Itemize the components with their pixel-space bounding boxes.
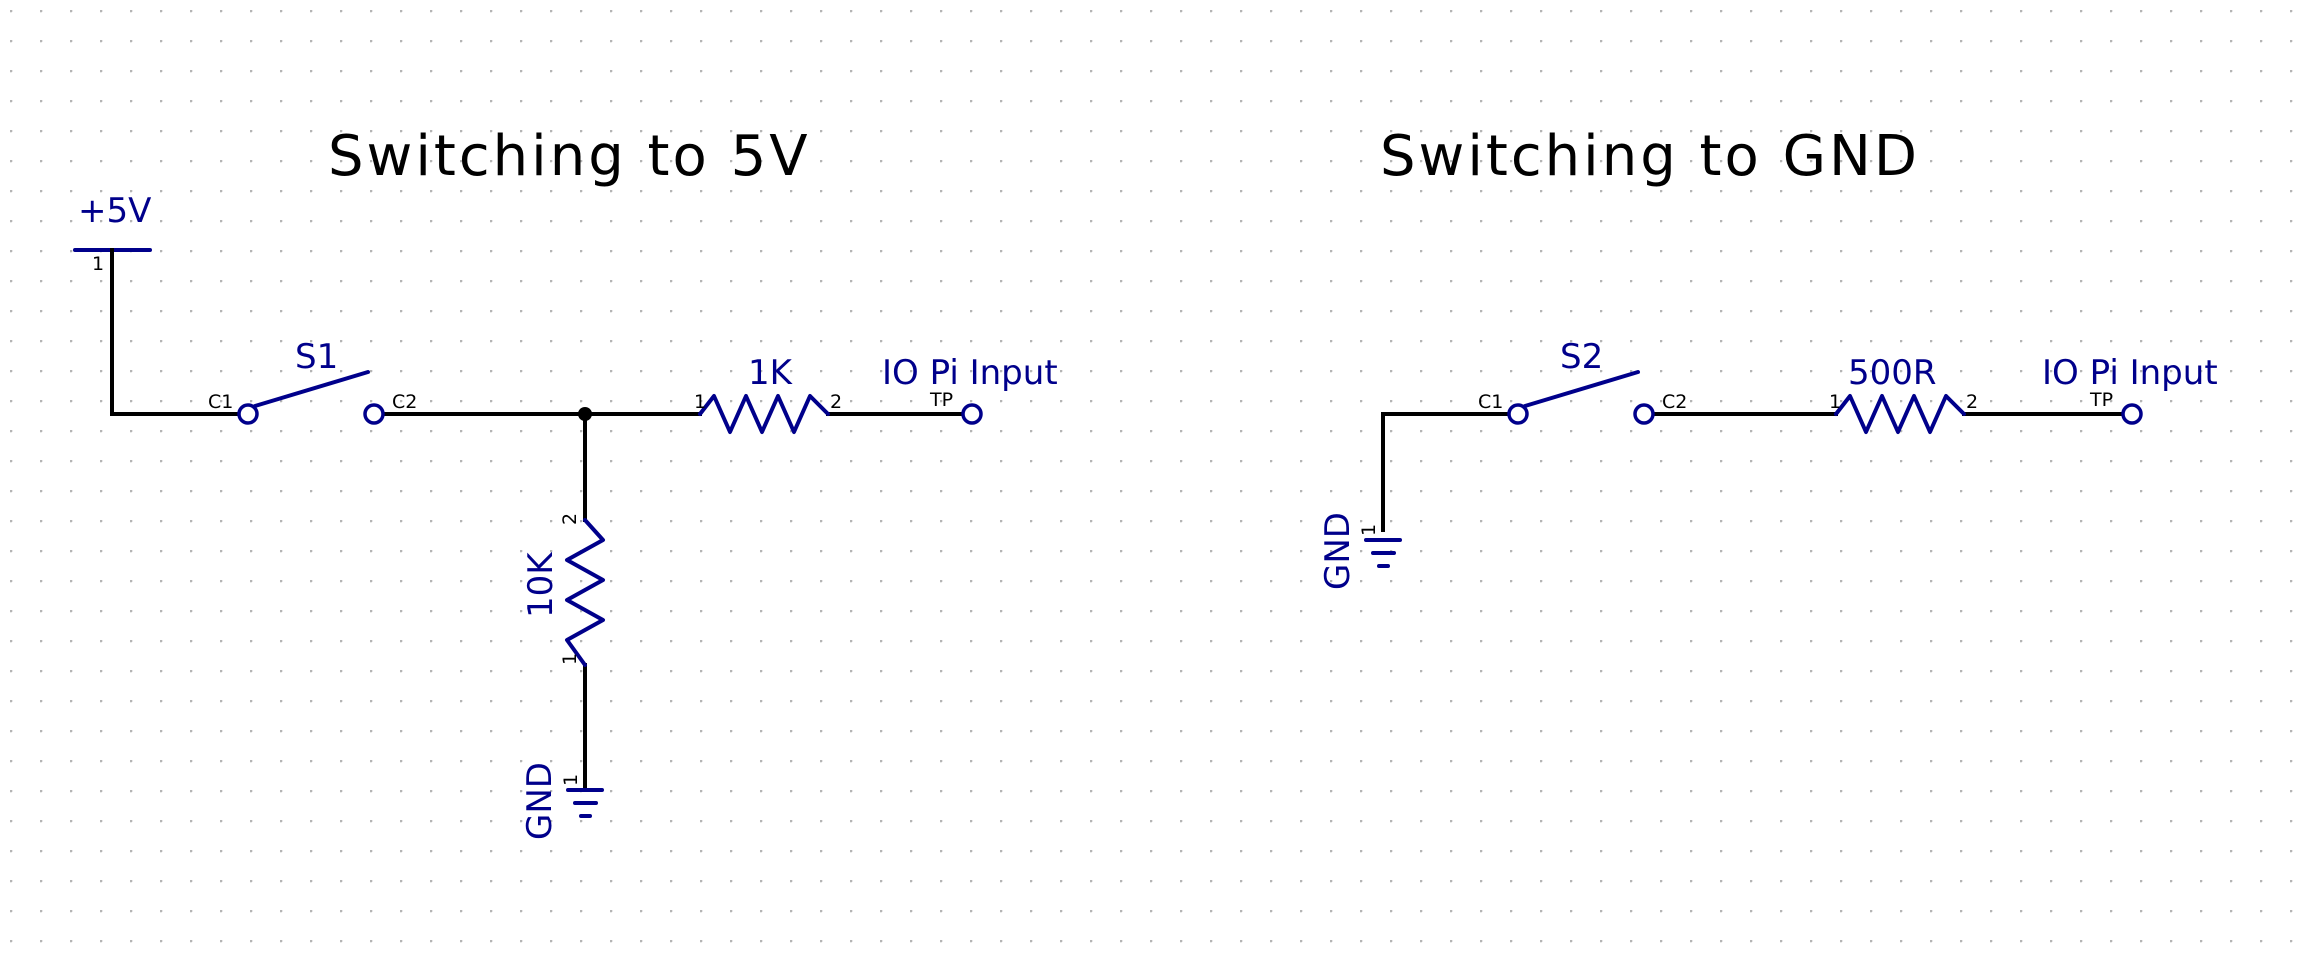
power-symbol-5v[interactable]: +5V 1 xyxy=(73,191,152,275)
supply-pin-number: 1 xyxy=(92,253,104,275)
left-circuit-title: Switching to 5V xyxy=(328,124,811,189)
ground-right-label: GND xyxy=(1318,512,1358,590)
test-point-right-pin: TP xyxy=(2089,389,2113,411)
test-point-right-label: IO Pi Input xyxy=(2042,353,2218,393)
switch-s2-pin-c1: C1 xyxy=(1478,391,1503,413)
test-point-left[interactable]: IO Pi Input TP xyxy=(882,353,1058,425)
supply-label: +5V xyxy=(78,191,151,231)
right-circuit-title: Switching to GND xyxy=(1380,124,1920,189)
resistor-500r-pin-2: 2 xyxy=(1966,391,1978,413)
test-point-right[interactable]: IO Pi Input TP xyxy=(2042,353,2218,425)
switch-s1-pin-c2: C2 xyxy=(392,391,417,413)
resistor-10k-value: 10K xyxy=(521,551,561,618)
switch-s1[interactable]: S1 C1 C2 xyxy=(208,337,417,425)
switch-s2-label: S2 xyxy=(1560,337,1603,377)
ground-symbol-right[interactable]: GND 1 xyxy=(1318,512,1402,590)
resistor-10k-pin-1: 1 xyxy=(559,653,581,665)
left-circuit: Switching to 5V +5V 1 S1 C1 C2 1K 1 2 xyxy=(73,124,1058,840)
resistor-1k[interactable]: 1K 1 2 xyxy=(694,353,842,434)
ground-right-pin: 1 xyxy=(1358,524,1380,536)
resistor-1k-pin-2: 2 xyxy=(830,391,842,413)
ground-left-pin: 1 xyxy=(560,774,582,786)
wire-junction-dot xyxy=(578,407,592,421)
resistor-1k-value: 1K xyxy=(748,353,794,393)
ground-symbol-left[interactable]: GND 1 xyxy=(520,762,604,840)
resistor-500r[interactable]: 500R 1 2 xyxy=(1829,353,1978,434)
switch-s2-pin-c2: C2 xyxy=(1662,391,1687,413)
resistor-10k-pin-2: 2 xyxy=(559,513,581,525)
test-point-left-label: IO Pi Input xyxy=(882,353,1058,393)
resistor-10k[interactable]: 10K 2 1 xyxy=(521,513,605,667)
wire-gnd-to-s2 xyxy=(1381,412,1510,532)
resistor-1k-pin-1: 1 xyxy=(694,391,706,413)
right-circuit: Switching to GND GND 1 S2 C1 C2 500R 1 xyxy=(1318,124,2218,590)
switch-s1-label: S1 xyxy=(295,337,338,377)
wire-supply-to-s1 xyxy=(110,248,240,416)
resistor-500r-pin-1: 1 xyxy=(1829,391,1841,413)
switch-s2[interactable]: S2 C1 C2 xyxy=(1478,337,1687,425)
ground-left-label: GND xyxy=(520,762,560,840)
switch-s1-pin-c1: C1 xyxy=(208,391,233,413)
resistor-500r-value: 500R xyxy=(1848,353,1937,393)
test-point-left-pin: TP xyxy=(929,389,953,411)
